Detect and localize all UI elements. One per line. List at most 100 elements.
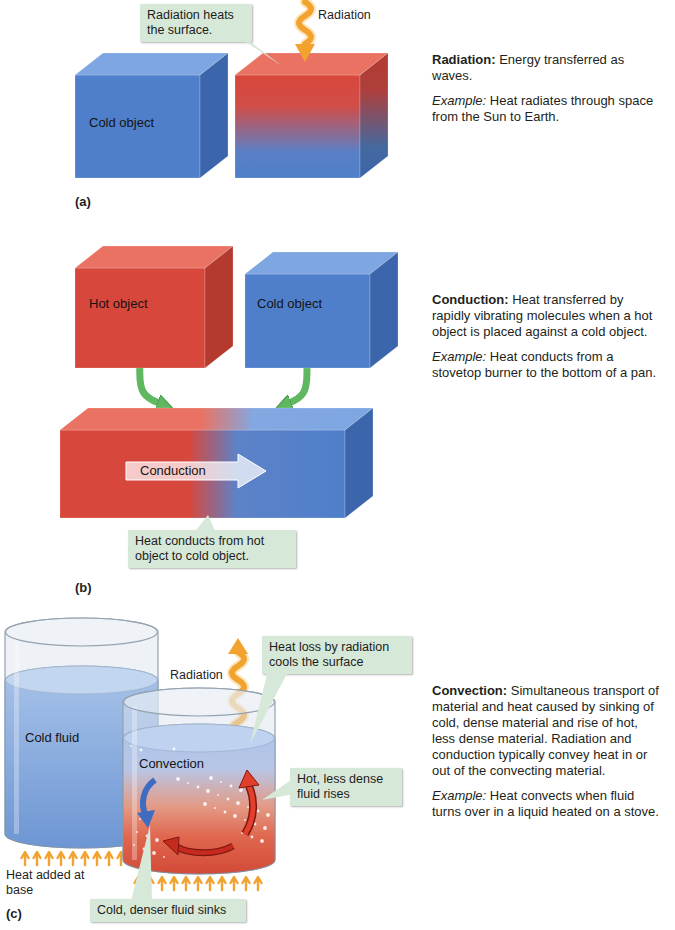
heated-cube: [235, 53, 388, 178]
bubble: [206, 789, 210, 793]
shape-label: Cold object: [257, 296, 410, 311]
rising-arrow-outline: [245, 786, 253, 834]
heat-transfer-arrow: [140, 368, 164, 405]
cube-block: Hot object: [75, 246, 233, 368]
bubble: [263, 826, 267, 830]
glass-rim: [6, 618, 158, 646]
text-paragraph: Example:Heat conducts from a stovetop bu…: [432, 349, 664, 381]
heat-arrow: [219, 877, 226, 890]
bubble: [227, 798, 230, 801]
cube-side-face: [205, 246, 233, 368]
cube-side-face: [360, 53, 388, 178]
radiation-wave: [295, 2, 315, 62]
bubble: [257, 810, 260, 813]
example-heading: Example:: [432, 93, 486, 108]
heat-arrow: [70, 852, 77, 865]
circulation-arrow: [175, 846, 233, 853]
cube-side-face: [200, 53, 228, 178]
shape-label: Hot object: [89, 296, 247, 311]
cube-front-face: [245, 274, 370, 368]
panel-letter: (c): [6, 906, 22, 921]
heat-arrow: [58, 852, 65, 865]
rising-arrowhead: [239, 770, 259, 788]
text-paragraph: Conduction:Heat transferred by rapidly v…: [432, 292, 664, 340]
bubble: [230, 785, 233, 788]
term-heading: Radiation:: [432, 52, 496, 67]
shape-label: Convection: [139, 756, 291, 771]
callout-pointer: [128, 530, 129, 531]
bubble: [152, 851, 156, 855]
rising-arrow: [245, 786, 253, 834]
shape-label: Cold object: [89, 115, 242, 130]
bubble: [136, 831, 138, 833]
bubble: [217, 794, 219, 796]
bubble: [140, 749, 143, 752]
heat-arrow: [195, 877, 202, 890]
heat-arrow: [22, 852, 29, 865]
panel-letter: (b): [75, 580, 92, 595]
bubble: [155, 838, 159, 842]
side-text-column: Conduction:Heat transferred by rapidly v…: [432, 292, 664, 390]
callout-box: Heat loss by radiation cools the surface: [262, 636, 412, 674]
bubble: [139, 818, 141, 820]
bubble: [251, 836, 254, 839]
heat-transfer-arrow: [285, 368, 307, 404]
connector-group: [140, 368, 307, 405]
shape-outline: [60, 408, 373, 518]
heat-arrow: [171, 877, 178, 890]
bubble: [203, 802, 207, 806]
callout-pointer: [262, 636, 263, 637]
heat-arrow: [82, 852, 89, 865]
cube-front-face: [235, 75, 360, 178]
radiation-wave-line: [299, 2, 311, 44]
callout-pointer: [90, 899, 91, 900]
radiation-arrowhead: [228, 638, 248, 654]
term-heading: Convection:: [432, 683, 507, 698]
text-paragraph: Radiation:Energy transferred as waves.: [432, 52, 664, 84]
example-heading: Example:: [432, 788, 486, 803]
side-text-column: Convection:Simultaneous transport of mat…: [432, 683, 664, 829]
glass-rim: [124, 688, 275, 716]
callout-text: Hot, less dense fluid rises: [297, 772, 395, 802]
heat-arrow: [34, 852, 41, 865]
bubble: [163, 856, 165, 858]
panel-letter: (a): [75, 194, 91, 209]
glass-highlight: [132, 706, 137, 860]
callout-pointer-shape: [262, 778, 294, 800]
radiation-label: Radiation: [170, 668, 223, 683]
callout-box: Heat conducts from hot object to cold ob…: [128, 530, 296, 568]
callout-pointer-shape: [130, 825, 152, 905]
bubble: [239, 788, 243, 792]
sinking-arrowhead: [137, 810, 155, 828]
callout-box: Hot, less dense fluid rises: [290, 768, 402, 806]
callout-pointer-shape: [190, 515, 218, 538]
bubble: [209, 776, 213, 780]
bubble: [220, 781, 222, 783]
bubble: [173, 748, 176, 751]
callout-text: Heat conducts from hot object to cold ob…: [135, 534, 289, 564]
glass-highlight: [14, 636, 19, 834]
callout-pointer-shape: [250, 662, 290, 744]
shape-label: Conduction: [140, 463, 453, 478]
callout-text: Cold, denser fluid sinks: [97, 903, 239, 918]
cube-top-face: [60, 408, 373, 430]
bubble: [130, 745, 132, 747]
side-text-column: Radiation:Energy transferred as waves. Ex…: [432, 52, 664, 134]
cube-side-face: [345, 408, 373, 518]
cube-side-face: [370, 252, 398, 368]
text-paragraph: Convection:Simultaneous transport of mat…: [432, 683, 664, 779]
heat-arrow: [106, 852, 113, 865]
bubble: [244, 819, 246, 821]
heat-arrow: [255, 877, 262, 890]
bubble: [233, 814, 237, 818]
heat-arrow: [231, 877, 238, 890]
circulation-arrow-outline: [175, 846, 233, 853]
bubble: [133, 844, 135, 846]
text-paragraph: Example:Heat convects when fluid turns o…: [432, 788, 664, 820]
cube-block: Cold object: [245, 252, 398, 368]
callout-text: Radiation heats the surface.: [147, 8, 245, 38]
radiation-label: Radiation: [318, 8, 371, 23]
callout-pointer: [290, 768, 291, 769]
joined-blocks: Conduction: [60, 408, 373, 518]
